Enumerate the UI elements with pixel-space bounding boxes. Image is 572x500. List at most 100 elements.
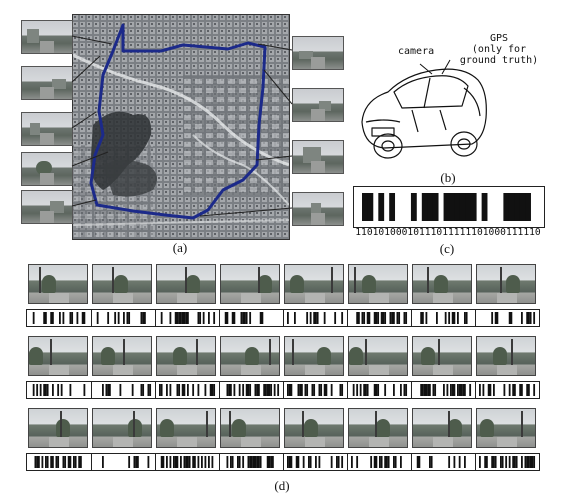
barcode-bar xyxy=(519,384,522,396)
barcode-bar xyxy=(160,456,163,468)
barcode-bar xyxy=(500,456,502,468)
photo-tree xyxy=(128,419,142,437)
barcode-bar xyxy=(147,456,150,468)
barcode-bar xyxy=(529,456,532,468)
barcode-bar xyxy=(176,456,179,468)
photo-road xyxy=(497,293,517,303)
barcode-bar xyxy=(226,384,229,396)
barcode-bar xyxy=(43,384,46,396)
barcode-bar xyxy=(38,456,40,468)
barcode-bar xyxy=(69,384,72,396)
barcode-bar xyxy=(359,384,362,396)
barcode-bar xyxy=(208,456,210,468)
barcode-bar xyxy=(204,456,207,468)
barcode-bar xyxy=(533,384,536,396)
barcode-separator xyxy=(283,454,284,470)
barcode-bar xyxy=(149,384,152,396)
barcode-bar xyxy=(181,384,184,396)
photo-pole xyxy=(196,339,198,365)
barcode-bar xyxy=(396,312,399,324)
barcode-bar xyxy=(45,384,47,396)
barcode-bar xyxy=(416,456,419,468)
barcode-bar xyxy=(270,384,273,396)
barcode-bar xyxy=(356,384,359,396)
photo-tree xyxy=(160,419,174,437)
barcode-separator xyxy=(155,310,156,326)
barcode-bar xyxy=(169,312,172,324)
photo-tree xyxy=(349,347,363,365)
barcode-bar xyxy=(531,456,534,468)
photo-road xyxy=(177,365,197,375)
barcode-strip xyxy=(26,309,540,327)
photo-tree xyxy=(173,347,187,365)
barcode-bar xyxy=(460,384,463,396)
barcode-bar xyxy=(74,456,77,468)
gps-label-line2: (only for xyxy=(471,44,527,55)
barcode-bar xyxy=(427,384,430,396)
barcode-bar xyxy=(233,312,236,324)
barcode-bar xyxy=(197,384,200,396)
barcode-bar xyxy=(400,456,402,468)
barcode-bar xyxy=(166,384,168,396)
barcode-separator xyxy=(155,454,156,470)
barcode-bar xyxy=(410,193,417,221)
barcode-bar xyxy=(457,384,459,396)
barcode-bar xyxy=(464,456,466,468)
barcode-bar xyxy=(384,456,387,468)
photo-road xyxy=(177,437,197,447)
barcode-bar xyxy=(83,384,86,396)
barcode-bar xyxy=(524,456,527,468)
barcode-bar xyxy=(313,312,316,324)
barcode-bar xyxy=(479,384,481,396)
photo-tree xyxy=(506,275,520,293)
photo-pole xyxy=(375,411,377,437)
barcode-bar xyxy=(133,456,136,468)
barcode-bar xyxy=(337,456,340,468)
barcode-bar xyxy=(209,384,212,396)
barcode-bar xyxy=(55,456,58,468)
barcode-bar xyxy=(526,384,529,396)
barcode-bar xyxy=(109,384,111,396)
street-thumbnail xyxy=(21,152,73,186)
barcode-bar xyxy=(352,384,355,396)
barcode-bar xyxy=(336,456,338,468)
barcode-bar xyxy=(528,312,530,324)
barcode-bar xyxy=(464,384,466,396)
barcode-bar xyxy=(41,456,44,468)
barcode-bar xyxy=(176,312,179,324)
barcode-bar xyxy=(69,312,72,324)
barcode-bar xyxy=(432,193,439,221)
street-photo xyxy=(348,264,408,304)
barcode-bar xyxy=(240,312,243,324)
photo-tree xyxy=(56,419,70,437)
barcode-bar xyxy=(180,456,182,468)
barcode-bar xyxy=(512,384,515,396)
barcode-bar xyxy=(46,384,49,396)
barcode-bar xyxy=(197,456,200,468)
barcode-bar xyxy=(510,312,513,324)
barcode-bar xyxy=(226,312,229,324)
street-photo xyxy=(156,336,216,376)
barcode-separator xyxy=(347,454,348,470)
barcode-bar xyxy=(521,456,523,468)
photo-tree xyxy=(421,347,435,365)
panel-label-a: (a) xyxy=(172,240,188,255)
barcode-bar xyxy=(308,456,310,468)
barcode-bar xyxy=(242,384,245,396)
barcode-bar xyxy=(434,384,437,396)
barcode-bar xyxy=(315,456,317,468)
photo-road xyxy=(113,293,133,303)
barcode-bar xyxy=(521,384,523,396)
street-photo xyxy=(412,336,472,376)
barcode-bar xyxy=(393,456,395,468)
barcode-bar xyxy=(491,456,494,468)
barcode-bar xyxy=(341,312,344,324)
barcode-separator xyxy=(411,454,412,470)
street-photo xyxy=(412,408,472,448)
barcode-bar xyxy=(213,312,216,324)
barcode-bar xyxy=(453,312,456,324)
barcode-bar xyxy=(114,312,117,324)
barcode-bar xyxy=(32,312,35,324)
barcode-bar xyxy=(368,312,371,324)
barcode-bar xyxy=(325,384,328,396)
